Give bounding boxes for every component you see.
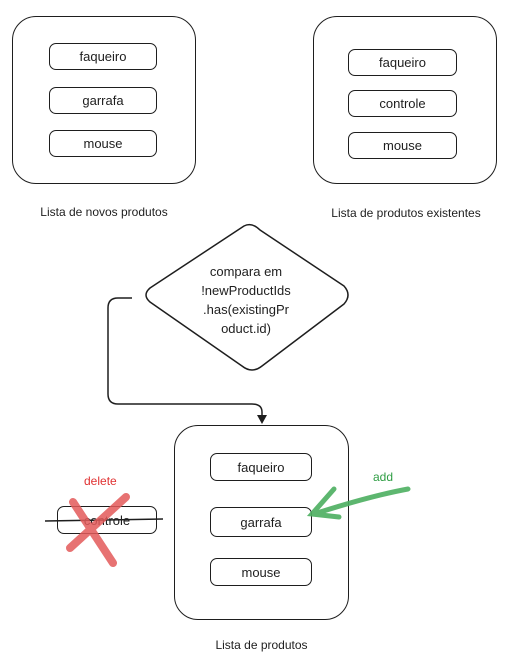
existing-product-item: faqueiro <box>348 49 457 76</box>
result-products-caption: Lista de produtos <box>215 638 308 652</box>
decision-text: compara em !newProductIds .has(existingP… <box>176 262 316 338</box>
connector-arrow <box>107 297 263 416</box>
arrow-head <box>257 415 267 424</box>
new-product-item: faqueiro <box>49 43 157 70</box>
decision-line: !newProductIds <box>201 283 291 298</box>
result-product-item: faqueiro <box>210 453 312 481</box>
decision-line: compara em <box>209 264 283 279</box>
new-products-caption: Lista de novos produtos <box>40 205 168 219</box>
decision-line: .has(existingPr <box>203 302 289 317</box>
add-arrow-mark <box>306 486 411 520</box>
new-product-item: garrafa <box>49 87 157 114</box>
result-product-item: garrafa <box>210 507 312 537</box>
existing-product-item: controle <box>348 90 457 117</box>
result-product-item: mouse <box>210 558 312 586</box>
delete-x-mark <box>66 493 130 567</box>
new-product-item: mouse <box>49 130 157 157</box>
existing-product-item: mouse <box>348 132 457 159</box>
existing-products-caption: Lista de produtos existentes <box>331 206 481 220</box>
delete-label: delete <box>84 474 117 488</box>
decision-line: oduct.id) <box>221 321 271 336</box>
decision-diamond <box>145 223 349 371</box>
add-label: add <box>373 470 394 484</box>
